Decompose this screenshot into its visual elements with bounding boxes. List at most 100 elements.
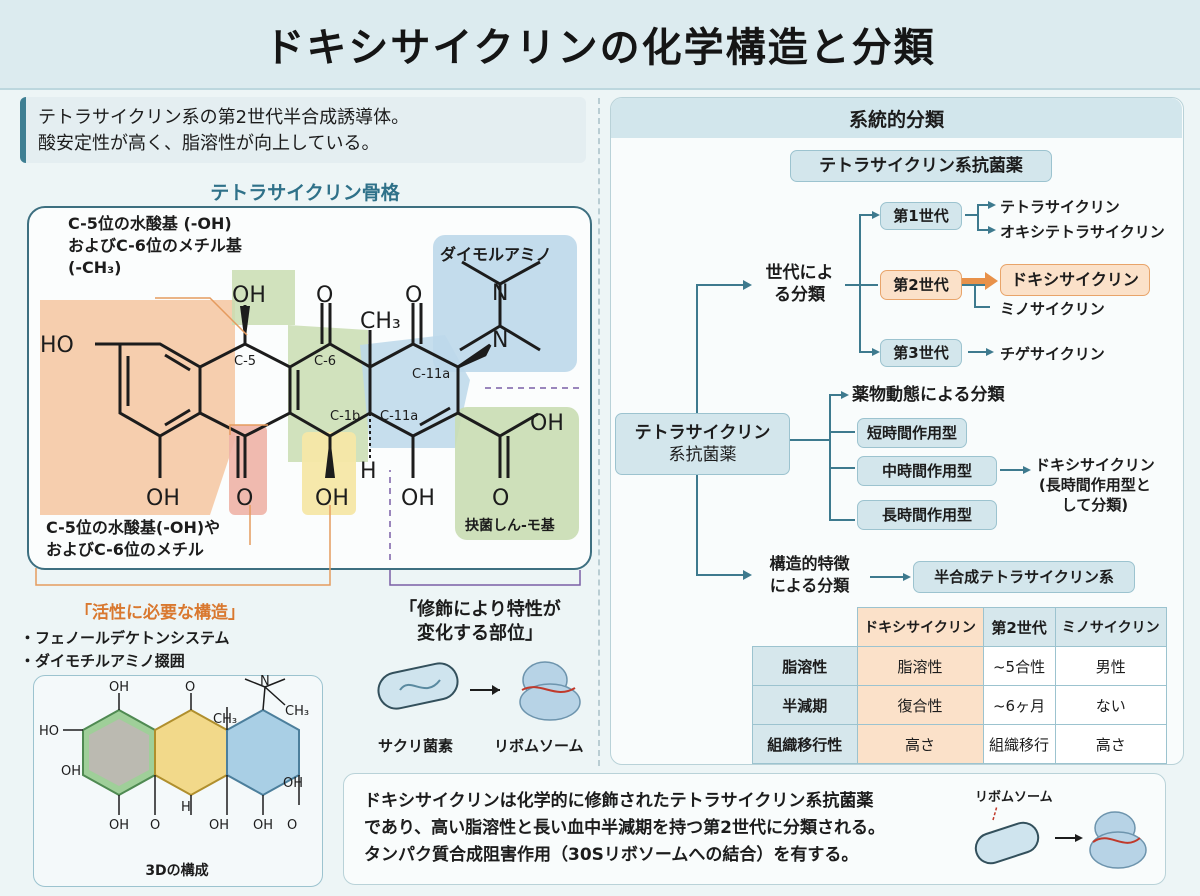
model-atom-1: HO — [39, 724, 59, 739]
struct-node: 構造的特徴 による分類 — [752, 553, 867, 597]
gen1-item-1: テトラサイクリン — [1000, 198, 1120, 216]
summary-ribosome-label: リボムソーム — [975, 790, 1053, 805]
annotation-bottom-line-2: およびC-6位のメチル — [46, 540, 204, 559]
atom-oh-top: OH — [232, 283, 266, 308]
highlight-ringc — [288, 325, 368, 462]
pk-node: 薬物動態による分類 — [852, 385, 1005, 405]
atom-h: H — [360, 459, 377, 484]
root-node-line-2: 系抗菌薬 — [668, 445, 737, 465]
table-cell: ない — [1054, 685, 1168, 725]
annotation-top-line-1: C-5位の水酸基 (-OH) — [68, 214, 232, 233]
table-header-row: ドキシサイクリン 第2世代 ミノサイクリン — [753, 607, 1168, 647]
gen1-item-2: オキシテトラサイクリン — [1000, 223, 1165, 241]
family-pill: テトラサイクリン系抗菌薬 — [790, 150, 1052, 182]
label-c6: C-6 — [314, 354, 336, 369]
modification-title: 「修飾により特性が 変化する部位」 — [360, 598, 600, 646]
classification-header: 系統的分類 — [611, 98, 1182, 138]
atom-o-top1: O — [316, 283, 333, 308]
label-c11a-1: C-11a — [412, 367, 450, 382]
bacteria-ribosome-illustration — [377, 661, 581, 721]
pk-note-line-2: (長時間作用型と — [1038, 476, 1151, 494]
pk-note-line-1: ドキシサイクリン — [1035, 456, 1155, 474]
atom-oh-b2: OH — [315, 486, 349, 511]
model-3d-caption: 3Dの構成 — [145, 863, 209, 879]
active-title: 「活性に必要な構造」 — [75, 603, 245, 623]
table-header-mino: ミノサイクリン — [1054, 607, 1168, 647]
dimethylamino-label: ダイモルアミノ — [440, 245, 552, 264]
bacteria-icon — [377, 662, 459, 710]
summary-illustration — [974, 805, 1147, 869]
model-atom-6: CH₃ — [213, 712, 237, 727]
summary-ribosome-icon — [1089, 811, 1147, 869]
column-divider — [598, 98, 600, 766]
highlight-phenol — [40, 300, 235, 515]
model-atom-12: OH — [61, 764, 81, 779]
pk-mid-pill: 中時間作用型 — [857, 456, 997, 486]
model-atom-11: H — [181, 800, 191, 815]
table-header-doxy: ドキシサイクリン — [856, 607, 984, 647]
table-cell: ~6ヶ月 — [982, 685, 1056, 725]
active-item-2: ・ダイモチルアミノ掇囲 — [20, 652, 185, 670]
pk-note-line-3: して分類) — [1061, 496, 1129, 514]
model-3d-structure: OH HO OH O OH O CH₃ N CH₃ OH OH H OH O — [39, 675, 309, 833]
atom-ch3: CH₃ — [360, 309, 401, 334]
label-c1b: C-1b — [330, 409, 360, 424]
gen2-doxycycline-pill: ドキシサイクリン — [1000, 264, 1150, 296]
model-atom-4: OH — [209, 818, 229, 833]
model-atom-10: OH — [253, 818, 273, 833]
table-cell: 高さ — [856, 724, 984, 764]
struct-node-line-1: 構造的特徴 — [769, 554, 850, 573]
highlight-dimethyl — [433, 235, 577, 372]
atom-n2: N — [492, 328, 508, 353]
intro-line-2: 酸安定性が高く、脂溶性が向上している。 — [38, 133, 380, 154]
table-cell: ~5合性 — [982, 646, 1056, 686]
annotation-top: C-5位の水酸基 (-OH) およびC-6位のメチル基 (-CH₃) — [68, 213, 242, 279]
tetracycline-structure: HO OH O CH₃ O N N OH O OH H OH O OH C-5 … — [35, 235, 581, 586]
pk-note: ドキシサイクリン (長時間作用型と して分類) — [1035, 455, 1155, 515]
gen2-item-2: ミノサイクリン — [1000, 300, 1105, 318]
summary-bacteria-icon — [974, 805, 1040, 865]
page-title: ドキシサイクリンの化学構造と分類 — [264, 25, 936, 71]
annotation-top-line-3: (-CH₃) — [68, 258, 122, 277]
model-atom-13: O — [287, 818, 297, 833]
root-node: テトラサイクリン 系抗菌薬 — [615, 413, 790, 475]
table-corner — [753, 608, 858, 647]
label-c11a-2: C-11a — [380, 409, 418, 424]
summary-line-2: であり、高い脂溶性と長い血中半減期を持つ第2世代に分類される。 — [364, 818, 885, 838]
table-cell: 組織移行 — [982, 724, 1056, 764]
ring-bonds — [95, 260, 541, 478]
row-label: 脂溶性 — [752, 646, 858, 686]
struct-node-line-2: による分類 — [769, 576, 850, 595]
title-bar: ドキシサイクリンの化学構造と分類 — [0, 0, 1200, 90]
table-row: 組織移行性 高さ 組織移行 高さ — [752, 724, 1168, 764]
table-row: 半減期 復合性 ~6ヶ月 ない — [752, 685, 1168, 725]
structure-section-title: テトラサイクリン骨格 — [210, 182, 400, 204]
summary-line-1: ドキシサイクリンは化学的に修飾されたテトラサイクリン系抗菌薬 — [364, 791, 874, 811]
active-item-1: ・フェノールデケトンシステム — [20, 629, 230, 647]
atom-oh-r: OH — [530, 411, 564, 436]
atom-o-b1: O — [236, 486, 253, 511]
table-header-gen2: 第2世代 — [982, 607, 1056, 647]
table-cell: 脂溶性 — [856, 646, 984, 686]
label-c5: C-5 — [234, 354, 256, 369]
table-cell: 男性 — [1054, 646, 1168, 686]
model-atom-8: CH₃ — [285, 704, 309, 719]
by-generation-node: 世代によ る分類 — [752, 262, 847, 306]
pk-long-pill: 長時間作用型 — [857, 500, 997, 530]
row-label: 半減期 — [752, 685, 858, 725]
row-label: 組織移行性 — [752, 724, 858, 764]
root-node-line-1: テトラサイクリン — [634, 423, 771, 443]
bacteria-label: サクリ菌素 — [378, 737, 454, 755]
model-atom-9: OH — [283, 776, 303, 791]
atom-oh-bl: OH — [146, 486, 180, 511]
atom-o-top2: O — [405, 283, 422, 308]
by-generation-line-1: 世代によ — [765, 263, 834, 283]
atom-n1: N — [492, 281, 508, 306]
table-cell: 復合性 — [856, 685, 984, 725]
pk-short-pill: 短時間作用型 — [857, 418, 967, 448]
ribosome-icon — [519, 661, 581, 721]
by-generation-line-2: る分類 — [774, 285, 825, 305]
annotation-bottom: C-5位の水酸基(-OH)や およびC-6位のメチル — [46, 517, 220, 561]
carboxyl-label: 抉菌しん-モ基 — [465, 518, 555, 534]
gen1-pill: 第1世代 — [880, 202, 962, 230]
